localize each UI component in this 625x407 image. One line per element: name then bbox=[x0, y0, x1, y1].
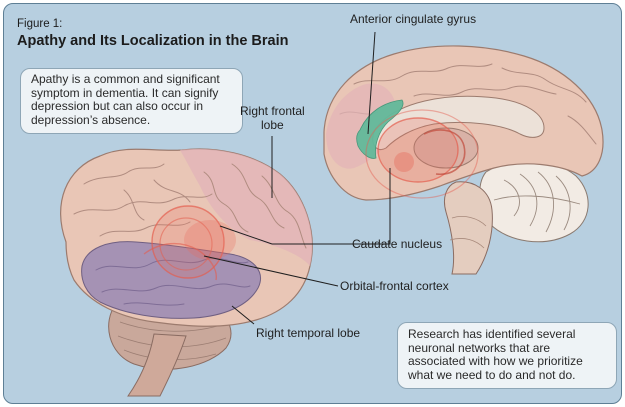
apathy-callout: Apathy is a common and significant sympt… bbox=[20, 68, 243, 134]
medial-highlight-rings bbox=[365, 109, 479, 199]
leader-right-temporal bbox=[231, 305, 255, 325]
callout-line: depression’s absence. bbox=[31, 112, 151, 127]
anterior-cingulate-label: Anterior cingulate gyrus bbox=[350, 12, 477, 26]
research-callout: Research has identified several neuronal… bbox=[397, 322, 617, 389]
brainstem bbox=[127, 333, 187, 397]
leader-caudate-lateral bbox=[219, 225, 273, 245]
callout-line: Apathy is a common and significant bbox=[31, 72, 220, 86]
right-temporal-label: Right temporal lobe bbox=[256, 326, 361, 340]
right-frontal-label-line: lobe bbox=[261, 118, 284, 132]
callout-line: Research has identified several bbox=[408, 327, 576, 341]
lateral-brain bbox=[60, 148, 313, 397]
right-frontal-lobe-region bbox=[180, 149, 313, 266]
right-frontal-label-line: Right frontal bbox=[240, 104, 305, 118]
figure-title: Apathy and Its Localization in the Brain bbox=[17, 33, 289, 49]
callout-line: what we need to do and not do. bbox=[408, 367, 576, 382]
callout-line: associated with how we prioritize bbox=[408, 354, 583, 368]
orbital-frontal-label: Orbital-frontal cortex bbox=[340, 279, 449, 293]
medial-cerebellum bbox=[479, 159, 589, 243]
medial-brain bbox=[323, 45, 604, 275]
right-frontal-label: Right frontal lobe bbox=[240, 104, 305, 132]
lateral-highlight-rings bbox=[143, 205, 236, 281]
callout-line: symptom in dementia. It can signify bbox=[31, 85, 219, 100]
leader-anterior-cingulate bbox=[367, 31, 376, 135]
brain-illustration bbox=[60, 31, 604, 397]
callout-line: neuronal networks that are bbox=[408, 340, 551, 355]
right-temporal-lobe-region bbox=[81, 241, 261, 319]
figure-frame: Figure 1: Apathy and Its Localization in… bbox=[3, 3, 622, 404]
leader-caudate-medial bbox=[350, 168, 391, 245]
callout-line: depression but can also occur in bbox=[31, 99, 204, 113]
leader-orbital-frontal bbox=[203, 255, 339, 287]
corpus-callosum bbox=[372, 95, 545, 150]
medial-cerebrum bbox=[323, 45, 604, 201]
medial-brainstem bbox=[443, 181, 493, 275]
leader-lines bbox=[203, 31, 391, 325]
figure-number: Figure 1: bbox=[17, 18, 63, 30]
anterior-cingulate-gyrus-region bbox=[356, 99, 404, 159]
caudate-label: Caudate nucleus bbox=[352, 237, 443, 251]
